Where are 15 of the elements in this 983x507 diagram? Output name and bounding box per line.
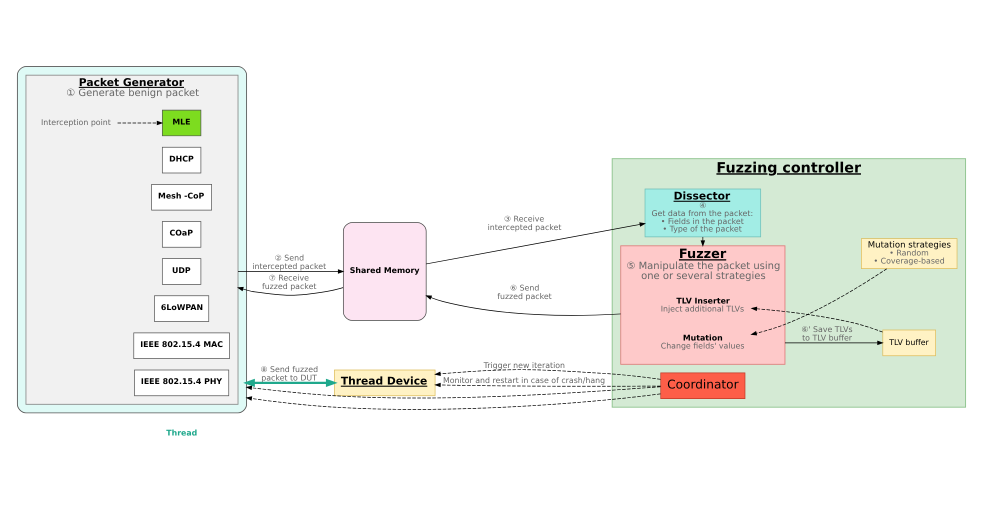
- arrow: [434, 382, 661, 387]
- arrow: [236, 286, 344, 296]
- arrow: [425, 294, 622, 316]
- arrow: [117, 120, 164, 125]
- arrow: [243, 378, 338, 386]
- arrow: [784, 340, 884, 345]
- arrow: [246, 393, 661, 410]
- node-box: Thread Device: [334, 369, 436, 396]
- node-box: Coordinator: [660, 372, 746, 398]
- arrow: [246, 385, 661, 398]
- arrow: [750, 268, 888, 335]
- arrow: [426, 222, 646, 264]
- arrow: [434, 368, 661, 380]
- arrow: [750, 306, 883, 332]
- arrow: [238, 268, 344, 274]
